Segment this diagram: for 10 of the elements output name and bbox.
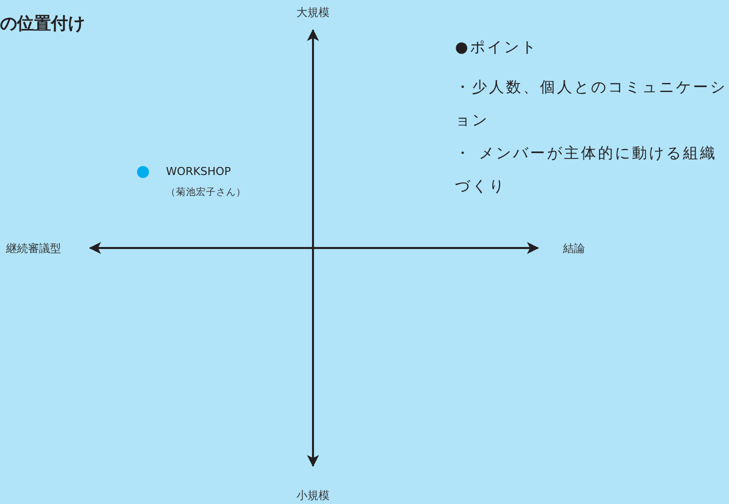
axis-label: 大規模: [296, 5, 330, 20]
point-sublabel: （菊池宏子さん）: [166, 186, 246, 199]
title: の位置付け: [0, 13, 85, 35]
axis-label: 小規模: [296, 488, 330, 503]
axis-label: 継続審議型: [6, 241, 61, 256]
axis-label: 結論: [563, 241, 585, 256]
point-item: ・ メンバーが主体的に動ける組織づくり: [455, 143, 718, 197]
point-label: WORKSHOP: [166, 165, 231, 178]
point-item: ・少人数、個人とのコミュニケーション: [455, 77, 728, 131]
point-heading: ●ポイント: [455, 38, 538, 57]
